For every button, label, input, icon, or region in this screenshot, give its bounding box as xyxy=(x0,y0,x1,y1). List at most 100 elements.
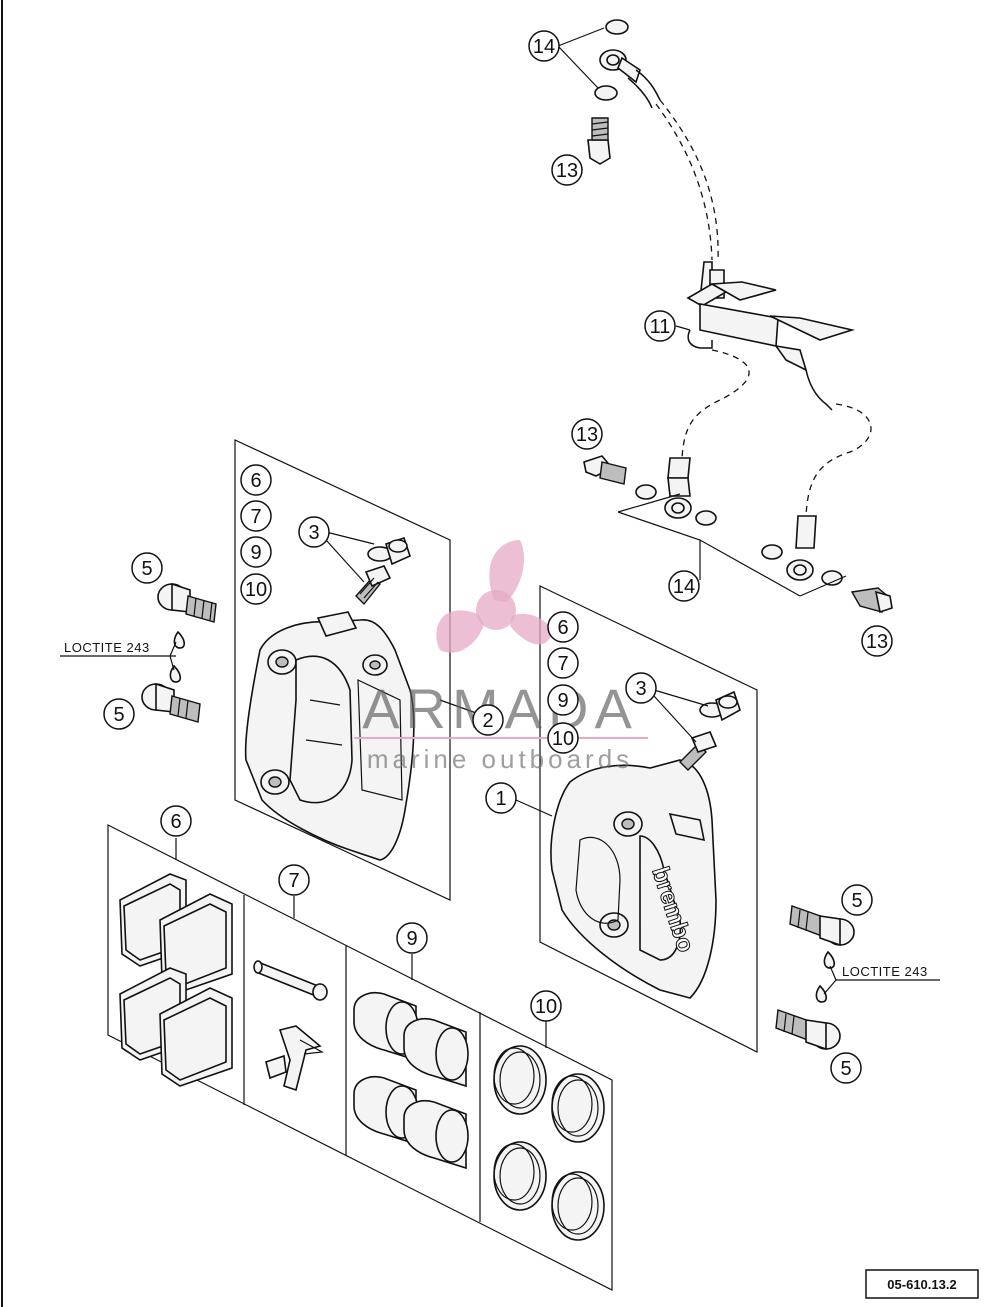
callout-number: 3 xyxy=(308,522,319,544)
watermark-title: ARMADA xyxy=(362,677,638,740)
callout-circle xyxy=(571,418,603,450)
brake-pads xyxy=(119,873,233,1087)
left-caliper-panel xyxy=(234,439,491,901)
callout-number: 7 xyxy=(557,653,568,675)
left-brake-caliper xyxy=(244,611,415,861)
seal-washer xyxy=(695,510,717,526)
brake-hose xyxy=(655,103,713,261)
right-brake-caliper xyxy=(550,759,717,999)
right-caliper-bolt xyxy=(789,905,855,947)
piston-seals xyxy=(493,1045,605,1241)
callout-number: 10 xyxy=(535,996,557,1018)
banjo-fitting xyxy=(786,559,814,581)
callout-number: 13 xyxy=(576,424,598,446)
callout-number: 14 xyxy=(533,36,555,58)
callout-number: 11 xyxy=(650,316,671,338)
callout-number: 1 xyxy=(495,788,506,810)
callout-number: 6 xyxy=(557,617,568,639)
callout: 5 xyxy=(131,552,163,584)
callout: 10 xyxy=(547,722,579,754)
callout-circle xyxy=(547,647,579,679)
callout-circle xyxy=(530,990,562,1022)
callout-circle xyxy=(131,552,163,584)
left-caliper-bolt xyxy=(157,582,217,623)
seal-washer xyxy=(605,19,629,35)
callout-circle xyxy=(240,464,272,496)
callout-circle xyxy=(472,704,504,736)
callout-number: 7 xyxy=(250,506,261,528)
callout-number: 9 xyxy=(406,928,417,950)
callout: 7 xyxy=(547,647,579,679)
seal-washer xyxy=(761,544,783,560)
callout-number: 9 xyxy=(557,690,568,712)
callout-number: 10 xyxy=(552,728,574,750)
callout: 9 xyxy=(240,536,272,568)
callout-number: 9 xyxy=(250,542,261,564)
seal-washer xyxy=(635,484,657,500)
callout-number: 5 xyxy=(113,704,124,726)
loctite-drop xyxy=(173,630,186,649)
callout-number: 3 xyxy=(635,678,646,700)
callout: 14 xyxy=(668,570,700,602)
brake-hose xyxy=(805,403,872,517)
callout-number: 5 xyxy=(840,1058,851,1080)
callout-number: 10 xyxy=(245,579,267,601)
banjo-bolt xyxy=(587,117,611,165)
callout: 3 xyxy=(298,516,330,548)
callout-circle xyxy=(396,922,428,954)
propeller-logo xyxy=(436,540,552,653)
callout: 10 xyxy=(240,573,272,605)
banjo-fitting xyxy=(664,497,692,519)
callout: 6 xyxy=(547,611,579,643)
callout-number: 5 xyxy=(851,890,862,912)
callout: 11 xyxy=(644,310,676,342)
callout-circle xyxy=(528,30,560,62)
callout: 6 xyxy=(160,805,192,837)
callout: 7 xyxy=(278,864,310,896)
callout-circle xyxy=(298,516,330,548)
callout-circle xyxy=(547,611,579,643)
callout-circle xyxy=(240,500,272,532)
callout-circle xyxy=(485,782,517,814)
right-caliper-panel: brembo xyxy=(515,585,758,1053)
callout: 13 xyxy=(861,625,893,657)
callout-number: 7 xyxy=(288,870,299,892)
left-caliper-bolt xyxy=(141,682,201,723)
svg-text:05-610.13.2: 05-610.13.2 xyxy=(887,1277,956,1292)
callout: 14 xyxy=(528,30,560,62)
callout-number: 5 xyxy=(141,558,152,580)
bleed-cap xyxy=(699,690,741,722)
loctite-drop xyxy=(815,984,828,1003)
callout: 7 xyxy=(240,500,272,532)
banjo-fitting xyxy=(599,49,661,109)
callout-number: 6 xyxy=(250,470,261,492)
banjo-bolt xyxy=(583,455,627,485)
pad-retaining-clip xyxy=(265,1025,324,1092)
right-caliper-bolt xyxy=(775,1009,841,1051)
service-kits-panel xyxy=(107,824,613,1291)
callout: 13 xyxy=(551,154,583,186)
hose-distribution-bracket xyxy=(686,281,856,411)
callout-layer: 14 13 11 13 14 13 6 7 9 10 3 5 5 2 6 7 9 10 3 1 6 7 9 10 5 5 xyxy=(103,30,893,1084)
callout: 5 xyxy=(830,1052,862,1084)
callout-circle xyxy=(103,698,135,730)
callout: 5 xyxy=(841,884,873,916)
callout: 13 xyxy=(571,418,603,450)
watermark-subtitle: marine outboards xyxy=(367,744,633,774)
banjo-bolt xyxy=(850,587,893,614)
callout-circle xyxy=(160,805,192,837)
callout: 10 xyxy=(530,990,562,1022)
bleed-screw xyxy=(679,731,718,771)
callout-circle xyxy=(240,536,272,568)
callout: 1 xyxy=(485,782,517,814)
callout-circle xyxy=(861,625,893,657)
callout: 9 xyxy=(396,922,428,954)
callout: 2 xyxy=(472,704,504,736)
callout-circle xyxy=(278,864,310,896)
pad-pin xyxy=(253,960,328,1001)
loctite-note: LOCTITE 243 xyxy=(64,640,150,655)
callout-number: 14 xyxy=(673,576,695,598)
callout-number: 2 xyxy=(482,710,493,732)
callout-circle xyxy=(644,310,676,342)
